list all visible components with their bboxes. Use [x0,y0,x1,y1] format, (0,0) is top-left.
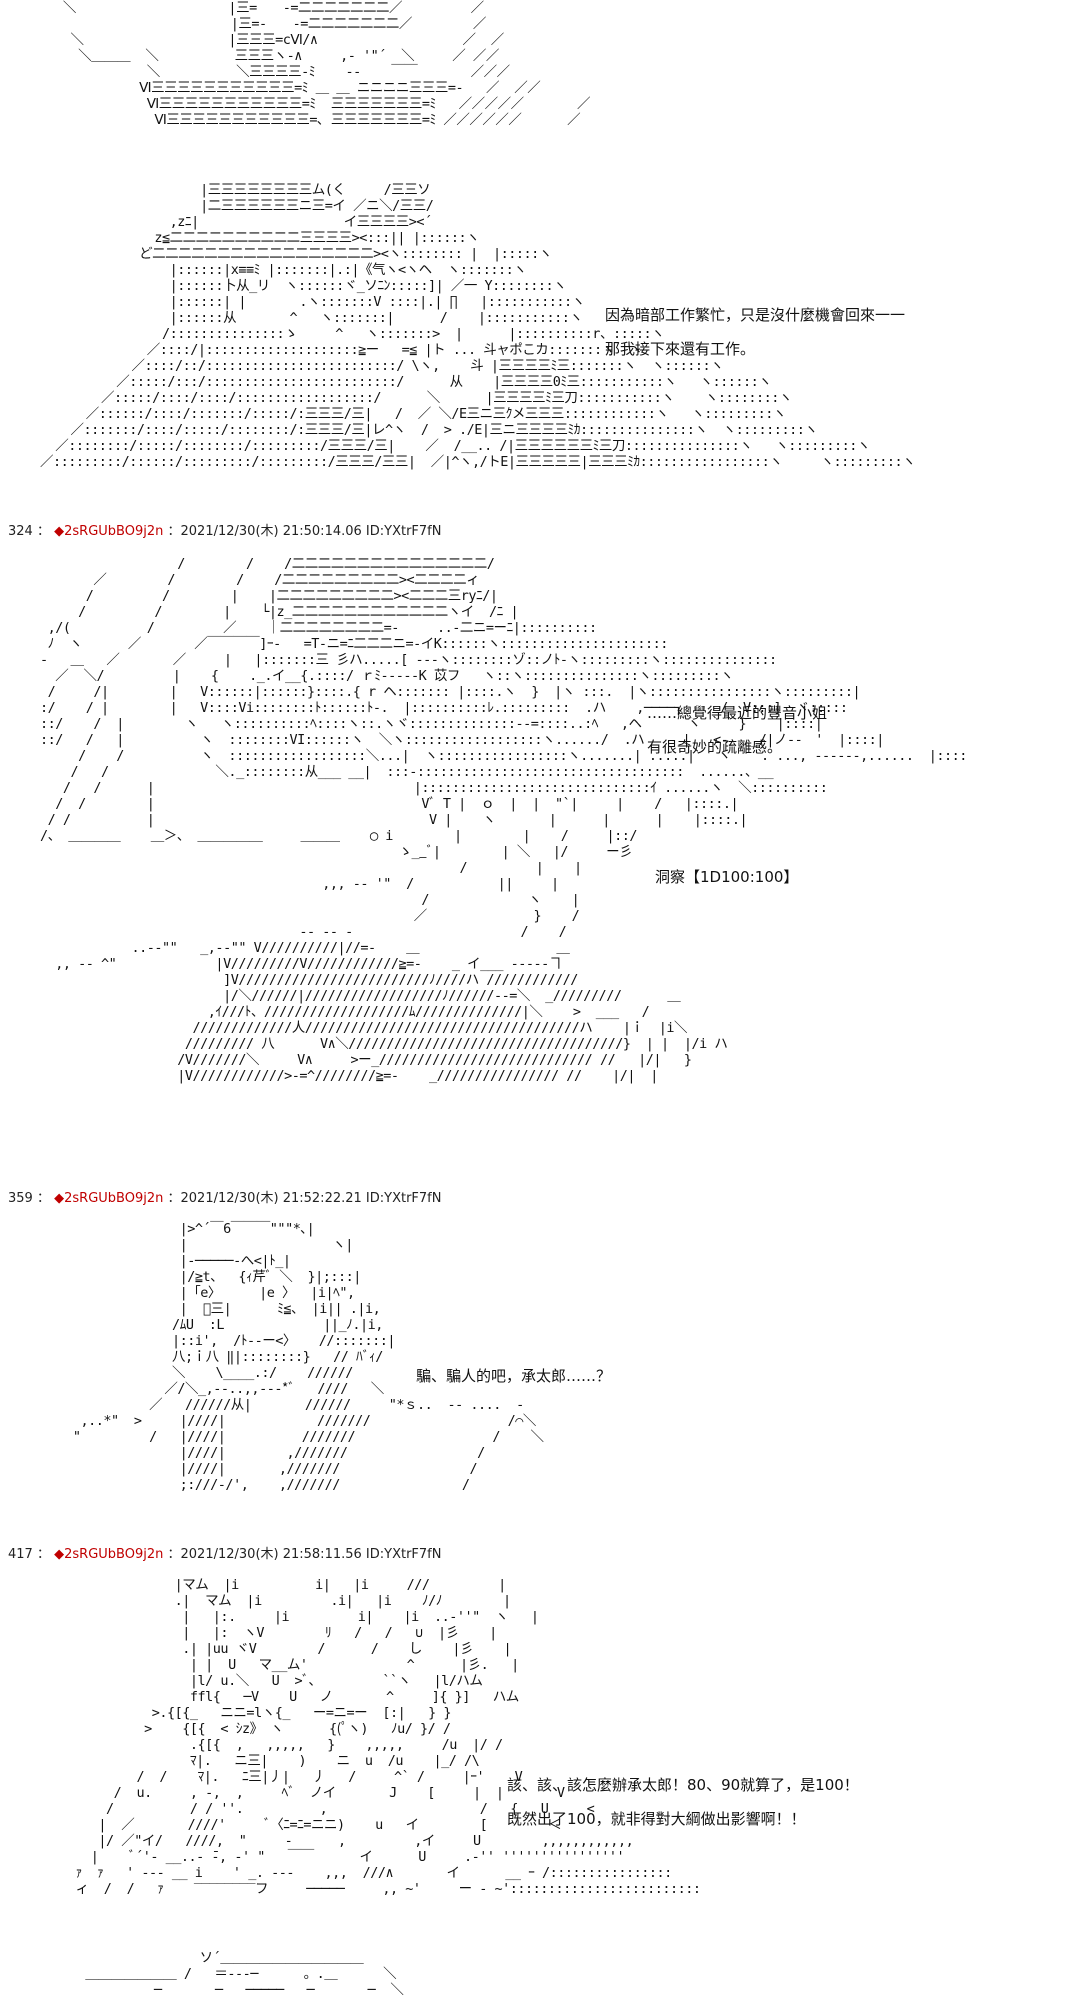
dialogue-line: ……總覺得最近的豐音小姐 [647,704,828,722]
ascii-art-tired-woman: |>^´￣6￣￣￣"""*､| | ヽ| |-─────‐へ<|ﾄ_| |/≧t… [72,1221,544,1493]
post-header: 359 ： ◆2sRGUbBO9j2n ：2021/12/30(木) 21:52… [8,1187,441,1206]
post-timestamp: 2021/12/30(木) 21:52:22.21 [180,1191,362,1206]
ascii-art-ninja: |三三三三三三三三ム(く /三三ソ |二三三三三三三ニ三=イ ／ニ＼/三三/ ,… [40,182,916,470]
ascii-art-panicked-woman: |マム |i i| |i /// | .| マム |i .i| |i ﾉ/ﾉ |… [75,1577,701,1897]
separator: ： [167,1191,181,1206]
poster-id: ID:YXtrF7fN [365,1191,442,1206]
separator: ： [167,524,181,539]
trip-diamond-icon: ◆ [54,524,65,539]
post-number: 324 [8,524,33,539]
dialogue-line: 該、該、該怎麼辦承太郎！80、90就算了，是100！ [507,1776,859,1794]
trip-diamond-icon: ◆ [54,1191,65,1206]
dice-roll-result: 洞察【1D100:100】 [655,868,799,886]
tripcode-link[interactable]: 2sRGUbBO9j2n [64,524,164,539]
dialogue-line: 那我接下來還有工作。 [605,340,756,358]
post-timestamp: 2021/12/30(木) 21:58:11.56 [180,1547,362,1562]
dialogue-block-3: 騙、騙人的吧，承太郎……？ [416,1359,611,1393]
separator: ： [36,1191,50,1206]
dialogue-block-4: 該、該、該怎麼辦承太郎！80、90就算了，是100！ 既然出了100，就非得對大… [507,1768,859,1836]
separator: ： [36,524,50,539]
ascii-art-hat-man: / / /二二二二二二二二二二二二二二二/ ／ / / /二二二二二二二二二><… [40,556,967,1084]
separator: ： [36,1547,50,1562]
tripcode-link[interactable]: 2sRGUbBO9j2n [64,1191,164,1206]
trip-diamond-icon: ◆ [54,1547,65,1562]
dialogue-line: 騙、騙人的吧，承太郎……？ [416,1367,612,1385]
dialogue-line: 既然出了100，就非得對大綱做出影響啊！！ [507,1810,806,1828]
poster-id: ID:YXtrF7fN [365,1547,442,1562]
post-number: 417 [8,1547,33,1562]
tripcode-link[interactable]: 2sRGUbBO9j2n [64,1547,164,1562]
post-timestamp: 2021/12/30(木) 21:50:14.06 [180,524,362,539]
dialogue-block-2: ……總覺得最近的豐音小姐 有很奇妙的疏離感。 [647,696,827,764]
dialogue-line: 有很奇妙的疏離感。 [647,738,783,756]
ascii-art-top: ＼ |三= -=二二二二二二二／ ／ |三=- -=二二二二二二二／ ／ ＼ |… [62,0,591,128]
ascii-art-bottom: ソ´＿＿＿＿＿＿＿＿＿＿＿ ＿＿＿＿＿＿＿ / ＝‐‐‐─ 。.＿ ＼ ─ ─ … [85,1950,404,1998]
dialogue-line: 因為暗部工作繁忙，只是沒什麼機會回來一一 [605,306,906,324]
poster-id: ID:YXtrF7fN [365,524,442,539]
post-number: 359 [8,1191,33,1206]
separator: ： [167,1547,181,1562]
post-header: 324 ： ◆2sRGUbBO9j2n ：2021/12/30(木) 21:50… [8,520,441,539]
post-header: 417 ： ◆2sRGUbBO9j2n ：2021/12/30(木) 21:58… [8,1543,441,1562]
dialogue-block-1: 因為暗部工作繁忙，只是沒什麼機會回來一一 那我接下來還有工作。 [605,298,905,366]
